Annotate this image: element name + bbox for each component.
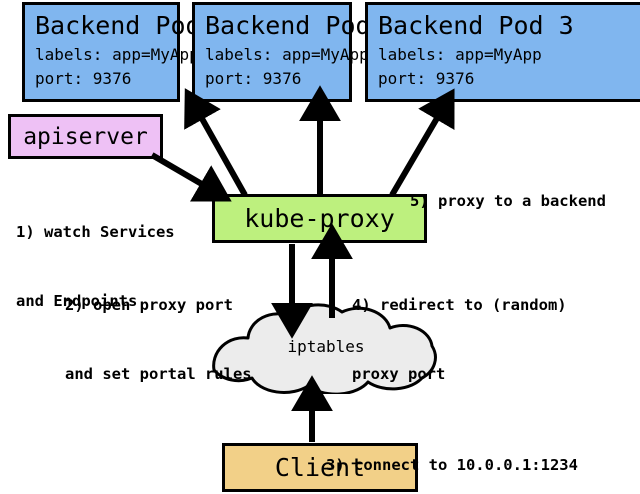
apiserver-label: apiserver: [23, 123, 148, 150]
backend-pod-1-box: Backend Pod 1 labels: app=MyApp port: 93…: [22, 2, 231, 102]
edge-label-step3: 3) connect to 10.0.0.1:1234: [326, 408, 578, 494]
kube-proxy-box: kube-proxy: [212, 194, 427, 243]
backend-pod-1-labels: labels: app=MyApp: [35, 45, 199, 64]
iptables-label: iptables: [287, 337, 365, 356]
edge-label-step2-line1: 2) open proxy port: [65, 296, 233, 314]
arrow-kubeproxy-to-pod1: [184, 88, 248, 197]
apiserver-box: apiserver: [8, 114, 163, 159]
backend-pod-1-title: Backend Pod 1: [35, 11, 231, 40]
backend-pod-2-title: Backend Pod 2: [205, 11, 401, 40]
backend-pod-2-port: port: 9376: [205, 69, 302, 88]
iptables-cloud-shape: [212, 303, 437, 394]
client-box: Client: [222, 443, 418, 492]
backend-pod-2-box: Backend Pod 2 labels: app=MyApp port: 93…: [192, 2, 401, 102]
edge-label-step2: 2) open proxy port and set portal rules: [65, 248, 252, 432]
backend-pod-3-port: port: 9376: [378, 69, 475, 88]
edge-label-step4: 4) redirect to (random) proxy port: [352, 248, 567, 432]
client-label: Client: [274, 452, 366, 482]
edge-label-step1-line1: 1) watch Services: [16, 223, 175, 241]
edge-label-step5: 5) proxy to a backend: [410, 144, 606, 259]
backend-pod-3-title: Backend Pod 3: [378, 11, 574, 40]
edge-label-step4-line1: 4) redirect to (random): [352, 296, 567, 314]
edge-label-step4-line2: proxy port: [352, 365, 446, 383]
backend-pod-1-port: port: 9376: [35, 69, 132, 88]
edge-label-step1: 1) watch Services and Endpoints: [16, 175, 175, 359]
backend-pod-3-labels: labels: app=MyApp: [378, 45, 542, 64]
backend-pod-3-box: Backend Pod 3 labels: app=MyApp port: 93…: [365, 2, 640, 102]
edge-label-step5-line1: 5) proxy to a backend: [410, 192, 606, 210]
backend-pod-2-labels: labels: app=MyApp: [205, 45, 369, 64]
edge-label-step2-line2: and set portal rules: [65, 365, 252, 383]
edge-label-step3-line1: 3) connect to 10.0.0.1:1234: [326, 456, 578, 474]
kube-proxy-label: kube-proxy: [244, 203, 395, 233]
edge-label-step1-line2: and Endpoints: [16, 292, 138, 310]
